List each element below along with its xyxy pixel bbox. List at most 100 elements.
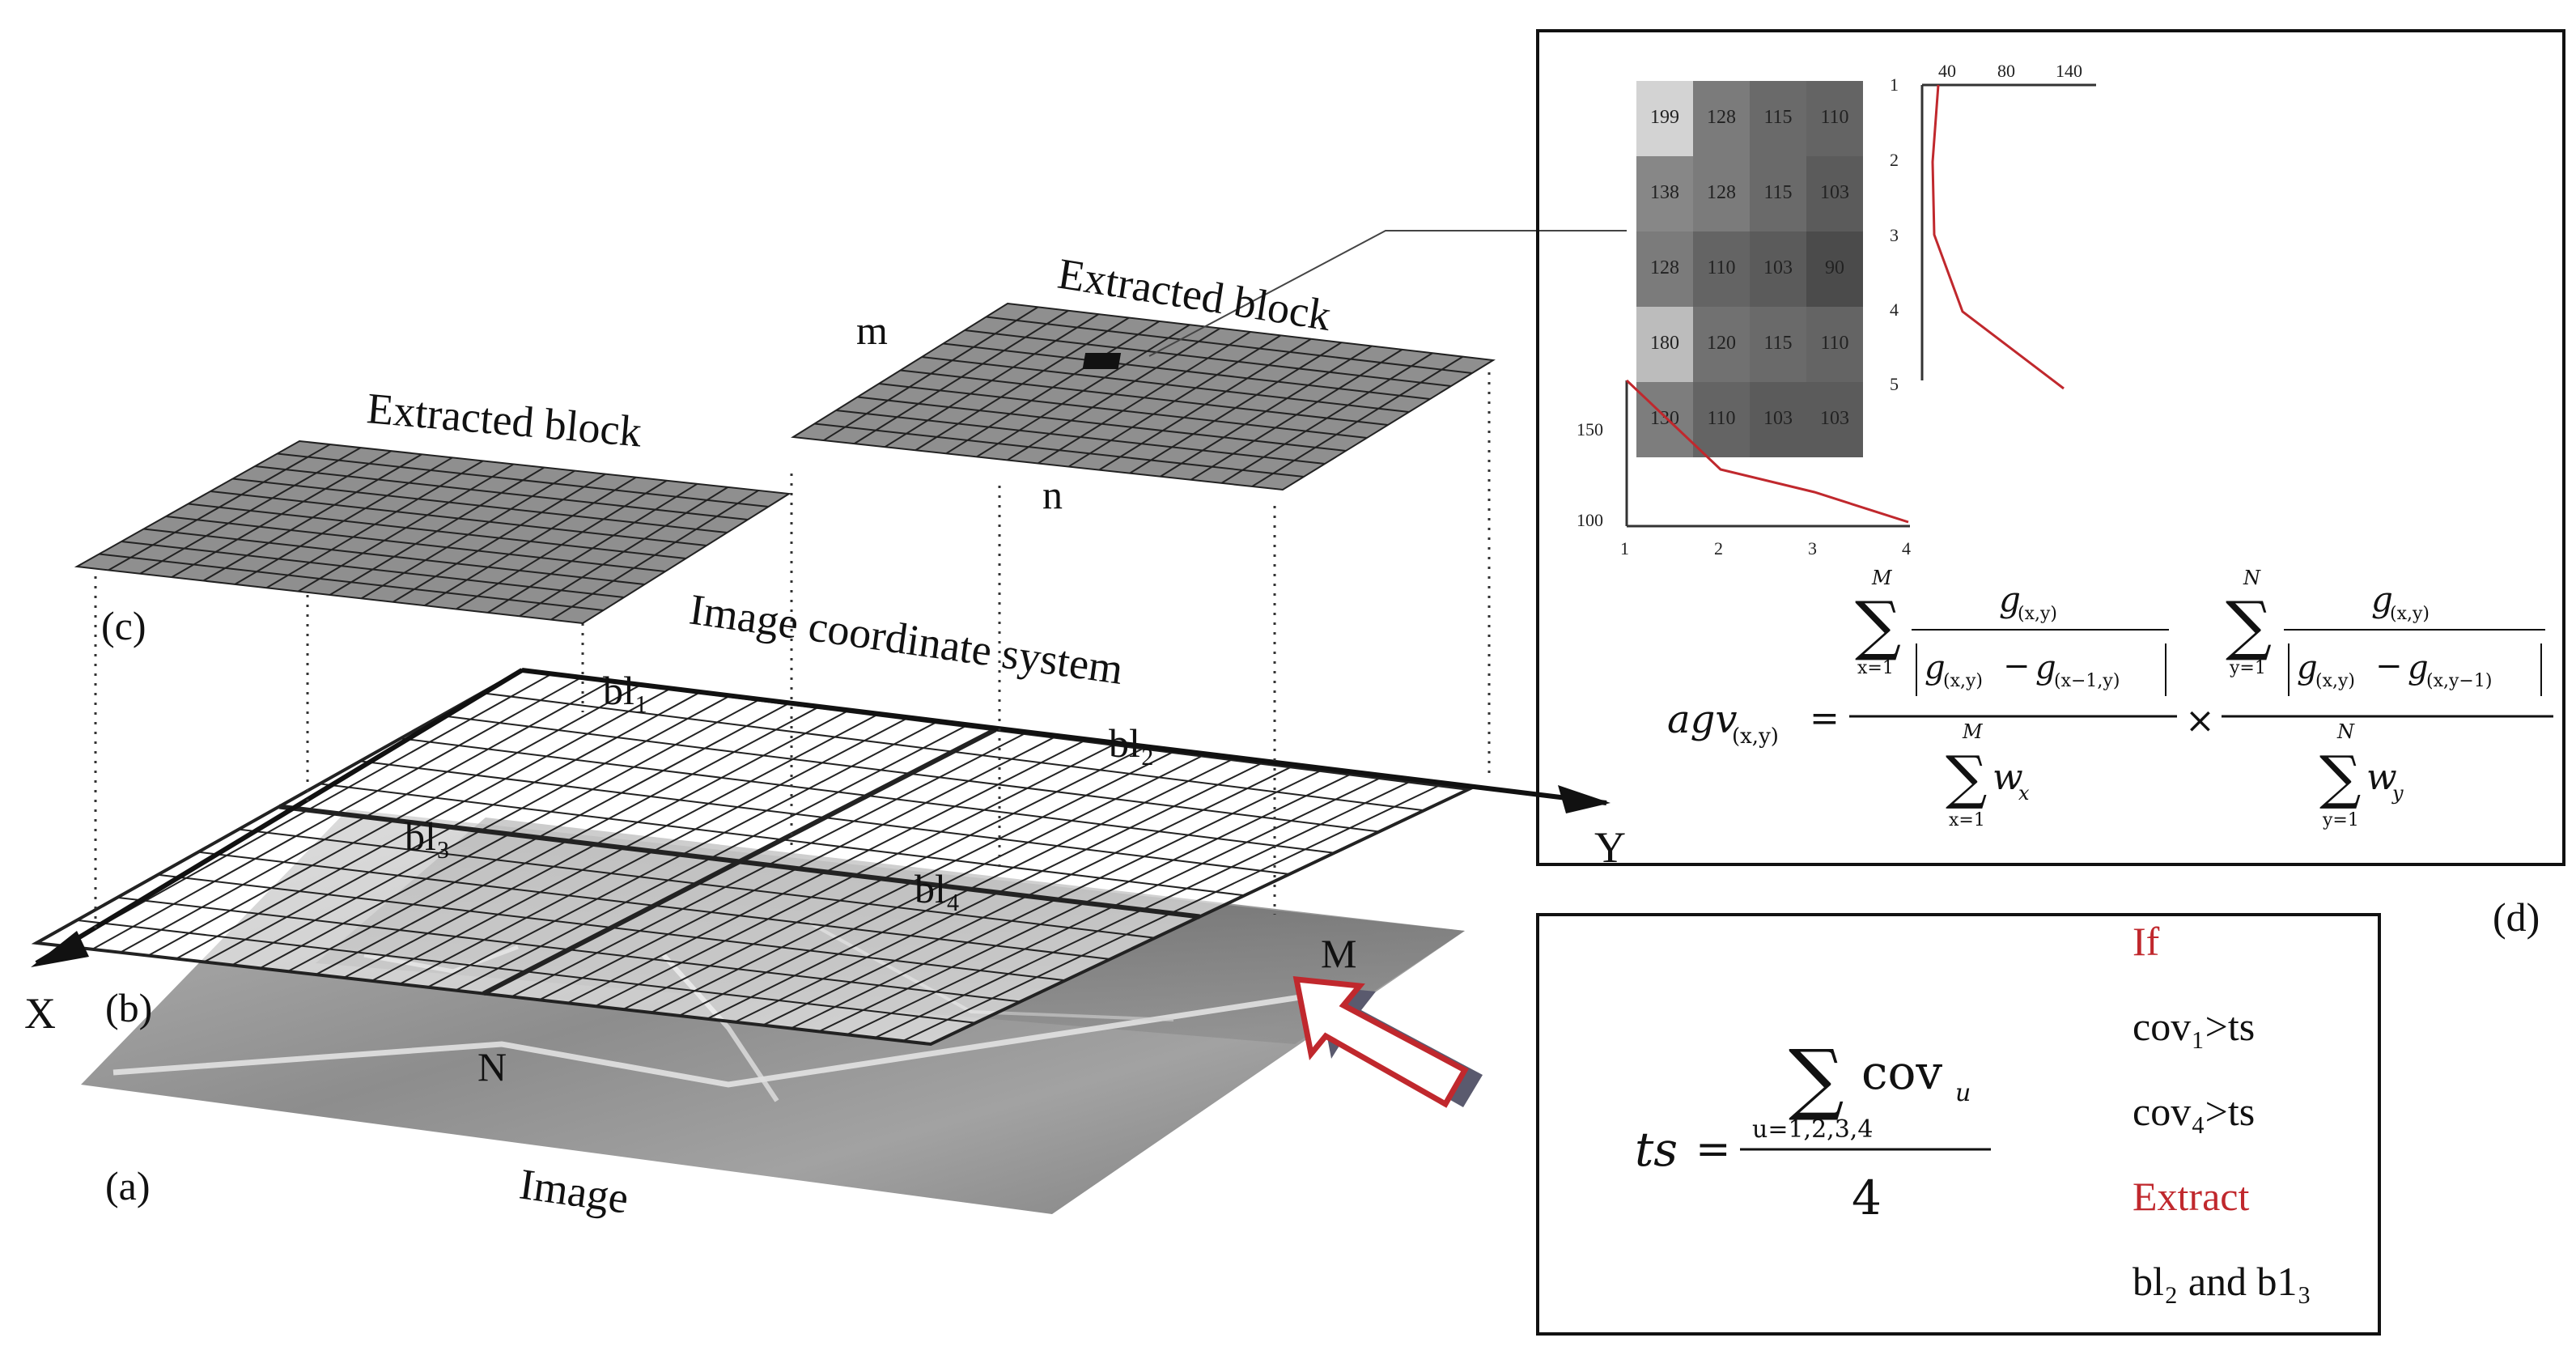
matrix-cell-value: 199 [1650, 107, 1679, 128]
top-block-gridline [1251, 355, 1464, 487]
matrix-cell [1750, 231, 1806, 307]
sum-upper-M: M [1871, 567, 1893, 589]
g-term-sub: (x,y) [2315, 671, 2355, 691]
axes [31, 668, 1611, 967]
g-term: g [1925, 649, 1946, 686]
sum-upper-N: N [2336, 720, 2355, 743]
ts-lhs: ts [1635, 1122, 1678, 1177]
condition-extract: Extract [2133, 1174, 2249, 1219]
left-block-gridline [139, 447, 362, 575]
label-N: N [477, 1044, 507, 1089]
y-axis-arrowhead [1558, 785, 1611, 813]
matrix-cell-value: 110 [1707, 408, 1735, 429]
vertical-top-tick: 40 [1938, 61, 1956, 81]
matrix-cell-value: 128 [1707, 107, 1736, 128]
matrix-cell [1806, 231, 1863, 307]
agv-equals: = [1810, 698, 1840, 739]
matrix-cell [1636, 382, 1693, 457]
top-block-gridline [823, 306, 1039, 441]
top-block-gridline [1220, 352, 1433, 484]
top-block-gridline [976, 324, 1190, 458]
vertical-profile-plot: 40 80 140 1 2 3 4 5 [1890, 61, 2096, 394]
projection-lines [94, 372, 1491, 931]
left-block-gridline [297, 463, 515, 592]
ts-sum-symbol: ∑ [1789, 1033, 1844, 1123]
left-block-gridline [361, 469, 575, 600]
matrix-cell [1693, 156, 1750, 231]
label-d: (d) [2493, 894, 2540, 940]
matrix-cell-value: 128 [1650, 257, 1679, 278]
top-block-gridline [945, 321, 1161, 455]
matrix-cell-value: 110 [1820, 333, 1848, 354]
horizontal-x-tick: 2 [1714, 538, 1723, 558]
w-term: w [2366, 757, 2397, 798]
ts-cov-subscript: u [1955, 1079, 1971, 1107]
horizontal-x-tick: 1 [1620, 538, 1629, 558]
diagram-labels: Extracted block Extracted block m n (c) … [24, 249, 1626, 1223]
w-term: w [1992, 757, 2023, 798]
x-axis-line [35, 668, 524, 966]
sum-symbol: ∑ [1855, 588, 1901, 663]
leader-line [1148, 230, 1627, 357]
top-block-gridline [884, 313, 1100, 448]
matrix-cell [1750, 81, 1806, 156]
top-block-gridline [1067, 334, 1282, 468]
matrix-cell-value: 103 [1820, 408, 1849, 429]
matrix-cell [1636, 81, 1693, 156]
vertical-row-tick: 2 [1890, 150, 1899, 170]
matrix-cell-value: 120 [1707, 333, 1736, 354]
g-term-sub: (x,y) [1943, 671, 1983, 691]
left-block-gridline [171, 450, 392, 578]
label-bl4: bl₄ [915, 866, 960, 911]
matrix-cell-value: 103 [1763, 408, 1793, 429]
vertical-row-tick: 5 [1890, 374, 1899, 394]
top-block-gridline [1007, 327, 1221, 461]
left-block-gridline [550, 490, 759, 621]
selected-cell-marker [1082, 353, 1122, 369]
matrix-cell [1636, 156, 1693, 231]
threshold-box: ts = ∑ cov u u=1,2,3,4 4 If cov₁>ts cov₄… [1536, 913, 2381, 1336]
label-bl2: bl₂ [1109, 720, 1154, 766]
minus-sign: − [2375, 648, 2403, 685]
top-block-gridline [1037, 331, 1251, 465]
top-block-gridline [1160, 345, 1373, 478]
matrix-cell-value: 110 [1707, 257, 1735, 278]
matrix-cell-value: 128 [1707, 182, 1736, 203]
matrix-cell [1636, 307, 1693, 382]
red-arrow-outline [1292, 976, 1469, 1108]
panel-d-frame [1536, 29, 2565, 866]
g-term: g [2035, 649, 2056, 686]
vertical-profile-line [1931, 84, 2065, 390]
agv-lhs-subscript: (x,y) [1732, 724, 1779, 749]
matrix-cell [1636, 231, 1693, 307]
left-block-gridline [202, 453, 422, 582]
condition-cov4: cov₄>ts [2133, 1089, 2255, 1134]
condition-result: bl₂ and b1₃ [2133, 1259, 2311, 1304]
label-a: (a) [105, 1163, 151, 1208]
condition-if: If [2133, 919, 2160, 964]
top-block-gridline [854, 309, 1069, 444]
vertical-row-tick: 3 [1890, 225, 1899, 245]
agv-formula: agv (x,y) = × M ∑ x=1 g (x,y) g (x,y) − … [1667, 567, 2553, 830]
y-axis-line [521, 668, 1607, 805]
quadrant-divider [278, 804, 1200, 919]
horizontal-x-tick: 4 [1902, 538, 1911, 558]
left-block-gridline [329, 466, 545, 596]
label-image: Image [516, 1159, 631, 1222]
w-term-sub: x [2018, 782, 2030, 805]
sum-lower: y=1 [2322, 810, 2359, 830]
top-block-gridline [1190, 349, 1403, 481]
horizontal-x-tick: 3 [1808, 538, 1817, 558]
sum-upper-M: M [1962, 720, 1984, 743]
left-block-gridline [393, 473, 606, 603]
matrix-cell [1750, 307, 1806, 382]
matrix-cell [1750, 382, 1806, 457]
agv-times: × [2185, 700, 2215, 741]
left-extracted-block [74, 440, 791, 625]
label-m: m [856, 308, 888, 353]
vertical-row-tick: 4 [1890, 299, 1899, 320]
matrix-cell-value: 115 [1763, 333, 1792, 354]
